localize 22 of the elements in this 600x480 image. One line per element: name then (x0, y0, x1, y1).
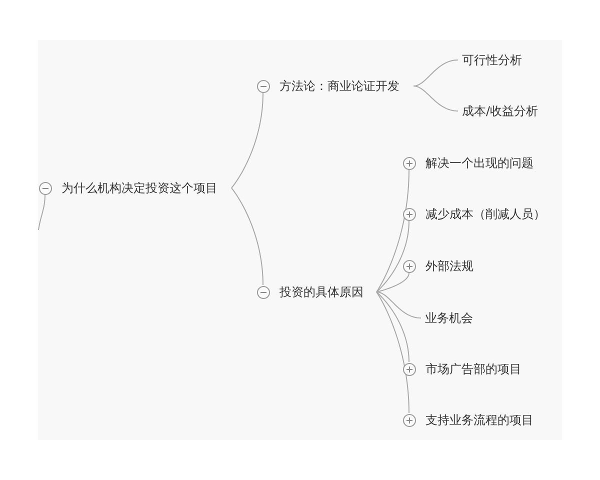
topic-text: 支持业务流程的项目 (426, 413, 534, 427)
connector-line (376, 272, 410, 292)
topic-text: 成本/收益分析 (462, 104, 538, 118)
connector-line (231, 188, 264, 286)
connector-line (413, 60, 458, 86)
connector-line (413, 86, 458, 112)
connector-line (376, 170, 410, 292)
topic-text: 为什么机构决定投资这个项目 (62, 181, 218, 195)
topic-text: 可行性分析 (462, 53, 522, 67)
topic-text: 市场广告部的项目 (426, 362, 522, 376)
topic-text: 投资的具体原因 (280, 285, 364, 299)
connector-line (38, 194, 46, 230)
connector-line (231, 92, 264, 188)
topic-text: 外部法规 (426, 259, 474, 273)
connector-line (376, 292, 422, 318)
topic-text: 解决一个出现的问题 (426, 156, 534, 170)
topic-text: 减少成本（削减人员） (426, 207, 546, 221)
connector-line (376, 292, 410, 414)
topic-text: 业务机会 (425, 311, 473, 325)
connector-line (376, 292, 410, 362)
topic-text: 方法论：商业论证开发 (280, 79, 400, 93)
connector-line (376, 220, 410, 292)
